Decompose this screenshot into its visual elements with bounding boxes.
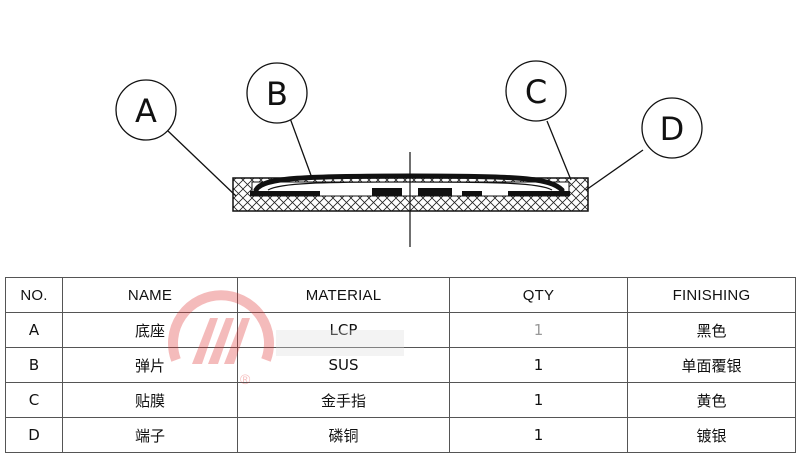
callout-b: B — [246, 62, 308, 124]
cell-no: D — [5, 417, 63, 453]
cell-material: 金手指 — [237, 382, 450, 418]
cell-material: 磷铜 — [237, 417, 450, 453]
cell-qty: 1 — [449, 417, 628, 453]
cell-finishing: 黑色 — [627, 312, 796, 348]
cell-qty: 1 — [449, 382, 628, 418]
header-name: NAME — [62, 277, 238, 313]
leader-lines — [167, 109, 644, 197]
callout-c: C — [505, 60, 567, 122]
header-material: MATERIAL — [237, 277, 450, 313]
header-qty: QTY — [449, 277, 628, 313]
cell-finishing: 镀银 — [627, 417, 796, 453]
cell-name: 弹片 — [62, 347, 238, 383]
callout-d-letter: D — [660, 110, 685, 148]
table-header-row: NO. NAME MATERIAL QTY FINISHING — [5, 277, 796, 313]
cell-qty: 1 — [449, 312, 628, 348]
callout-c-letter: C — [525, 73, 547, 111]
terminals — [250, 188, 570, 196]
cell-name: 底座 — [62, 312, 238, 348]
callout-a-letter: A — [135, 92, 157, 130]
cell-qty: 1 — [449, 347, 628, 383]
callout-a: A — [115, 79, 177, 141]
cell-no: C — [5, 382, 63, 418]
cell-no: A — [5, 312, 63, 348]
cell-material: LCP — [237, 312, 450, 348]
table-row: D 端子 磷铜 1 镀银 — [5, 417, 796, 453]
callout-b-letter: B — [266, 75, 288, 113]
header-finishing: FINISHING — [627, 277, 796, 313]
table-row: A 底座 LCP 1 黑色 — [5, 312, 796, 348]
table-row: B 弹片 SUS 1 单面覆银 — [5, 347, 796, 383]
cell-name: 贴膜 — [62, 382, 238, 418]
cell-no: B — [5, 347, 63, 383]
cross-section-diagram: A B C D — [115, 60, 703, 247]
cell-finishing: 黄色 — [627, 382, 796, 418]
cell-finishing: 单面覆银 — [627, 347, 796, 383]
table-row: C 贴膜 金手指 1 黄色 — [5, 382, 796, 418]
bom-table: NO. NAME MATERIAL QTY FINISHING A 底座 LCP… — [5, 277, 796, 453]
cell-name: 端子 — [62, 417, 238, 453]
callout-d: D — [641, 97, 703, 159]
cell-material: SUS — [237, 347, 450, 383]
header-no: NO. — [5, 277, 63, 313]
